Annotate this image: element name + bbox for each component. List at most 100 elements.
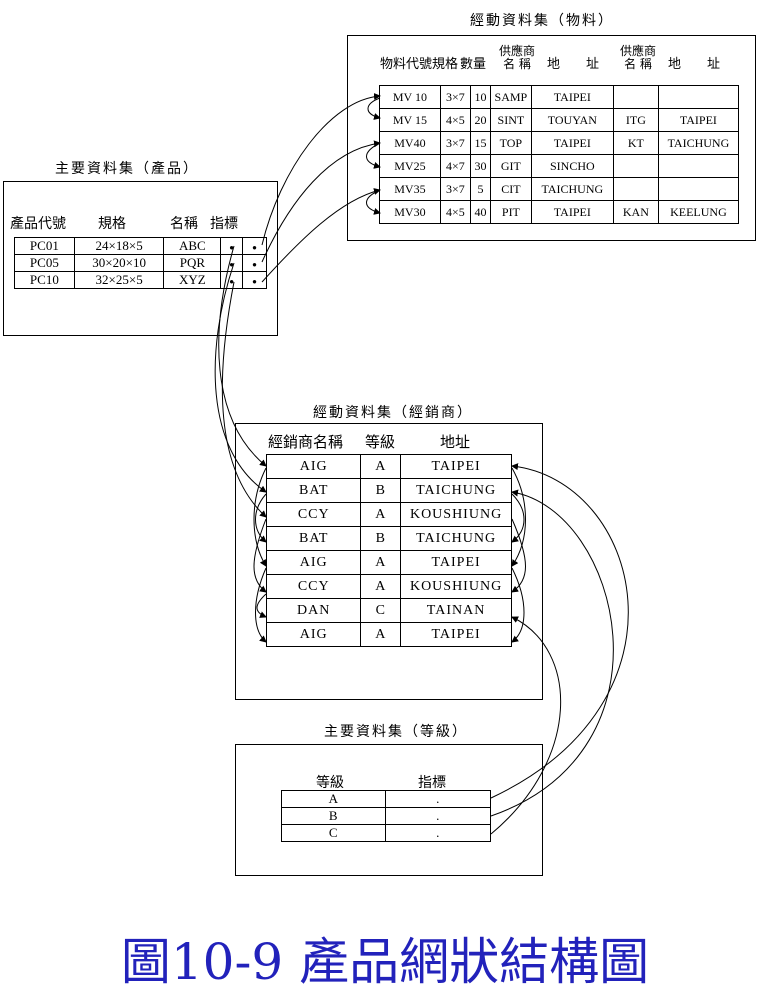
product-header-code: 產品代號 — [10, 216, 66, 232]
product-to-distributor-arrow — [221, 281, 267, 518]
distributor-name: DAN — [265, 598, 362, 623]
material-header-supplier2: 供應商 名 稱 — [620, 45, 656, 71]
distributor-chain-arrow — [511, 493, 525, 543]
material-address1: TAIPEI — [530, 200, 614, 224]
figure-caption: 圖10-9 產品網狀結構圖 — [120, 933, 650, 991]
material-qty: 5 — [469, 177, 492, 201]
distributor-chain-arrow — [255, 567, 267, 643]
material-address1: TAICHUNG — [530, 177, 614, 201]
material-header-address1: 地 址 — [547, 57, 600, 72]
product-spec: 32×25×5 — [73, 271, 165, 289]
level-pointer: . — [384, 824, 492, 842]
pointer-dot-icon — [242, 271, 267, 289]
level-to-distributor-arrow — [490, 463, 629, 799]
material-address2: TAIPEI — [657, 108, 740, 132]
material-supplier1: SAMP — [490, 85, 532, 109]
distributor-chain-arrow — [253, 467, 267, 567]
material-address2: TAICHUNG — [657, 131, 740, 155]
level-to-distributor-arrow — [490, 489, 614, 817]
distributor-chain-arrow — [511, 467, 526, 567]
material-header-supplier2-line1: 供應商 — [620, 44, 657, 58]
material-header-supplier2-line2: 名 稱 — [624, 57, 652, 71]
material-header-spec: 規格 — [432, 57, 459, 72]
distributor-chain-arrow — [511, 567, 525, 643]
distributor-name: AIG — [265, 622, 362, 647]
material-qty: 20 — [469, 108, 492, 132]
material-chain-arrow — [366, 189, 381, 215]
distributor-header-level: 等級 — [365, 433, 396, 451]
product-to-material-arrow — [261, 92, 381, 246]
distributor-chain-arrow — [511, 518, 526, 593]
material-supplier2: KAN — [612, 200, 659, 224]
table-row: C. — [281, 824, 492, 842]
product-title: 主要資料集（產品） — [55, 161, 199, 177]
material-qty: 40 — [469, 200, 492, 224]
material-address1: TAIPEI — [530, 131, 614, 155]
material-qty: 15 — [469, 131, 492, 155]
distributor-chain-arrow — [253, 518, 267, 593]
material-header-qty: 數量 — [460, 57, 487, 72]
material-qty: 10 — [469, 85, 492, 109]
level-value: C — [281, 824, 386, 842]
distributor-level: A — [360, 550, 402, 575]
material-code: MV 15 — [379, 108, 441, 132]
distributor-header-address: 地址 — [440, 433, 471, 451]
distributor-level: A — [360, 574, 402, 599]
product-header-pointer: 指標 — [210, 216, 238, 232]
level-to-distributor-arrow — [490, 616, 562, 835]
distributor-address: KOUSHIUNG — [400, 502, 512, 527]
table-row: B. — [281, 807, 492, 825]
distributor-name: BAT — [265, 526, 362, 551]
material-supplier1: SINT — [490, 108, 532, 132]
product-to-material-arrow — [261, 188, 381, 283]
product-to-distributor-arrow — [214, 262, 267, 493]
material-chain-arrow — [367, 97, 381, 120]
level-title: 主要資料集（等級） — [324, 724, 468, 740]
material-header-supplier1-line2: 名 稱 — [503, 57, 531, 71]
distributor-address: TAICHUNG — [400, 526, 512, 551]
material-code: MV30 — [379, 200, 441, 224]
material-address1: TOUYAN — [530, 108, 614, 132]
material-supplier1: GIT — [490, 154, 532, 178]
product-header-spec: 規格 — [98, 216, 126, 232]
material-header-supplier1: 供應商 名 稱 — [499, 45, 535, 71]
distributor-address: TAICHUNG — [400, 478, 512, 503]
distributor-header-name: 經銷商名稱 — [268, 433, 344, 451]
material-address2 — [657, 177, 740, 201]
material-header-address2: 地 址 — [668, 57, 721, 72]
level-header-pointer: 指標 — [418, 775, 446, 791]
distributor-address: TAINAN — [400, 598, 512, 623]
distributor-chain-arrow — [256, 593, 267, 618]
product-header-name: 名稱 — [170, 216, 198, 232]
material-address2 — [657, 85, 740, 109]
product-to-material-arrow — [261, 140, 381, 263]
material-address2: KEELUNG — [657, 200, 740, 224]
distributor-title: 經動資料集（經銷商） — [313, 405, 473, 421]
material-address1: SINCHO — [530, 154, 614, 178]
material-supplier1: PIT — [490, 200, 532, 224]
material-header-supplier1-line1: 供應商 — [499, 44, 536, 58]
material-chain-arrow — [366, 142, 381, 169]
product-name: PQR — [163, 254, 222, 272]
distributor-level: A — [360, 502, 402, 527]
material-supplier2: ITG — [612, 108, 659, 132]
distributor-name: BAT — [265, 478, 362, 503]
distributor-chain-arrow — [255, 493, 267, 543]
level-table: A. B. C. — [281, 790, 492, 842]
material-code: MV35 — [379, 177, 441, 201]
material-qty: 30 — [469, 154, 492, 178]
